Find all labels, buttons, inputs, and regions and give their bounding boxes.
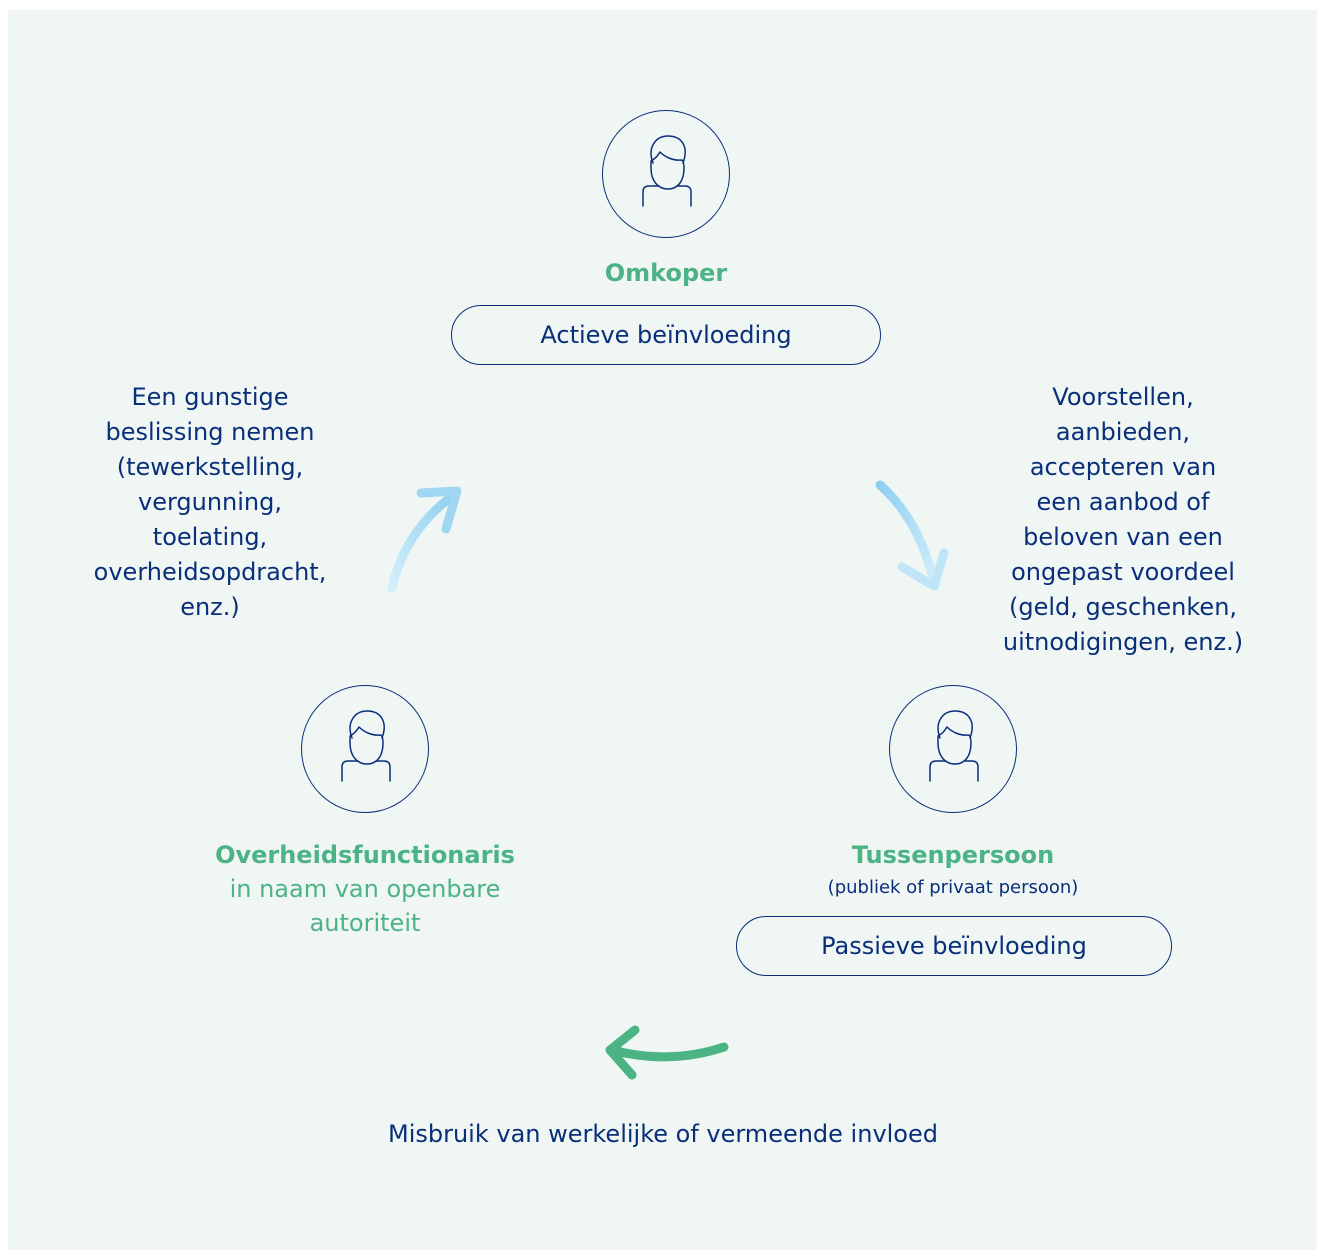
right-edge-text: Voorstellen, aanbieden, accepteren van e… (1002, 383, 1244, 656)
curved-arrow-icon (875, 480, 949, 591)
avatar (301, 685, 429, 813)
curved-arrow-left-icon (605, 1025, 729, 1080)
avatar (889, 685, 1017, 813)
person-icon (341, 710, 391, 782)
curved-arrow-icon (387, 486, 462, 593)
bottom-edge-text: Misbruik van werkelijke of vermeende inv… (387, 1120, 938, 1148)
avatar (602, 110, 730, 238)
intermediary-name: Tussenpersoon (851, 841, 1055, 869)
active-influence-pill: Actieve beïnvloeding (451, 305, 881, 365)
passive-influence-pill: Passieve beïnvloeding (736, 916, 1172, 976)
intermediary-note: (publiek of privaat persoon) (827, 877, 1079, 898)
left-edge-text: Een gunstige beslissing nemen (tewerkste… (93, 383, 327, 621)
person-icon (929, 710, 979, 782)
official-name: Overheidsfunctionaris (215, 841, 515, 869)
briber-name: Omkoper (604, 259, 728, 287)
official-subtitle: in naam van openbare autoriteit (229, 875, 501, 937)
person-icon (642, 135, 692, 207)
